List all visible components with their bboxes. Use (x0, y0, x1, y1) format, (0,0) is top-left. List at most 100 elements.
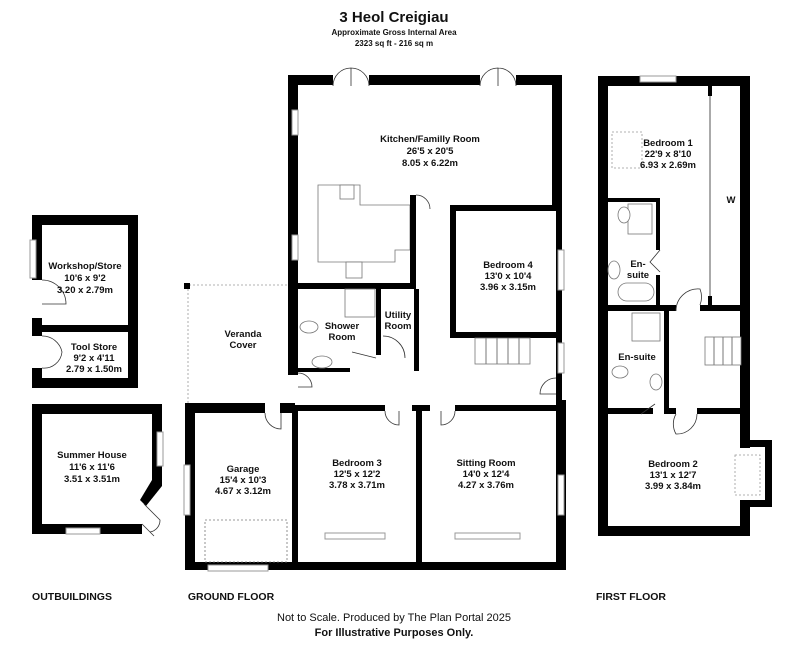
outbuilding-workshop (29, 215, 138, 388)
room-size-metric: 4.27 x 3.76m (458, 480, 514, 491)
room-size-imperial: 15'4 x 10'3 (220, 475, 267, 486)
window (207, 564, 269, 572)
room-name: suite (627, 270, 649, 281)
room-size-imperial: 14'0 x 12'4 (463, 469, 510, 480)
door (539, 377, 557, 395)
room-size-imperial: 13'0 x 10'4 (485, 271, 532, 282)
plan-subtitle: Approximate Gross Internal Area (331, 28, 457, 37)
room-name: Tool Store (71, 342, 117, 353)
door (264, 412, 282, 430)
door (41, 279, 67, 305)
shower-tray (627, 203, 653, 235)
room-size-metric: 3.51 x 3.51m (64, 474, 120, 485)
room-size-imperial: 11'6 x 11'6 (69, 462, 115, 473)
toilet-icon (611, 365, 629, 379)
room-name: Bedroom 1 (643, 138, 693, 149)
door (649, 249, 702, 312)
room-name: Workshop/Store (48, 261, 121, 272)
room-name: Cover (230, 340, 257, 351)
room-name: Bedroom 4 (483, 260, 533, 271)
window (454, 532, 521, 540)
window (183, 464, 191, 516)
room-size-imperial: 9'2 x 4'11 (74, 353, 116, 364)
room-name: Room (329, 332, 356, 343)
ground-floor-labels: Kitchen/Familly Room 26'5 x 20'5 8.05 x … (215, 134, 536, 497)
door (415, 194, 431, 210)
door (440, 410, 456, 426)
window (156, 431, 164, 467)
room-size-metric: 3.20 x 2.79m (57, 285, 113, 296)
window (291, 109, 299, 136)
room-size-imperial: 26'5 x 20'5 (407, 146, 454, 157)
room-name: Utility (385, 310, 412, 321)
kitchen-worktop (317, 184, 411, 263)
floor-label-ground: GROUND FLOOR (188, 591, 275, 603)
basin-icon (649, 373, 663, 391)
room-size-metric: 6.93 x 2.69m (640, 160, 696, 171)
first-floor-walls (598, 75, 772, 536)
room-size-imperial: 22'9 x 8'10 (645, 149, 692, 160)
window (557, 342, 565, 374)
room-name: Shower (325, 321, 360, 332)
staircase (704, 336, 742, 366)
room-size-metric: 8.05 x 6.22m (402, 158, 458, 169)
floor-label-outbuildings: OUTBUILDINGS (32, 591, 112, 603)
door (41, 335, 63, 369)
garage-door (204, 519, 288, 563)
door (384, 410, 400, 426)
room-name: Summer House (57, 450, 127, 461)
french-door (332, 67, 370, 87)
room-size-imperial: 10'6 x 9'2 (64, 273, 106, 284)
sink-icon (339, 184, 355, 200)
bath-icon (617, 282, 655, 302)
shower-tray (344, 288, 376, 318)
window (557, 249, 565, 291)
toilet-icon (617, 206, 631, 224)
window (324, 532, 386, 540)
footer-note: For Illustrative Purposes Only. (315, 627, 474, 639)
veranda-outline (185, 284, 288, 403)
room-size-metric: 2.79 x 1.50m (66, 364, 122, 375)
room-name: Garage (227, 464, 260, 475)
footer-disclaimer: Not to Scale. Produced by The Plan Porta… (277, 612, 511, 624)
room-size-metric: 4.67 x 3.12m (215, 486, 271, 497)
staircase (474, 337, 531, 365)
door (640, 403, 698, 435)
first-floor-labels: Bedroom 1 22'9 x 8'10 6.93 x 2.69m W En-… (618, 138, 735, 492)
floor-label-first: FIRST FLOOR (596, 591, 666, 603)
ground-floor-walls (183, 67, 566, 572)
room-name: En-suite (618, 352, 655, 363)
window (65, 527, 101, 535)
basin-icon (311, 355, 333, 369)
door (351, 335, 406, 359)
skylight (611, 131, 643, 169)
door (141, 503, 161, 537)
toilet-icon (299, 320, 319, 334)
wardrobe-label: W (727, 195, 736, 206)
room-name: Veranda (225, 329, 263, 340)
plan-title: 3 Heol Creigiau (339, 9, 448, 26)
room-name: Sitting Room (456, 458, 515, 469)
window (291, 234, 299, 261)
room-name: Bedroom 2 (648, 459, 698, 470)
room-size-imperial: 13'1 x 12'7 (650, 470, 697, 481)
plan-area: 2323 sq ft - 216 sq m (355, 39, 433, 48)
room-name: En- (630, 259, 645, 270)
room-size-metric: 3.99 x 3.84m (645, 481, 701, 492)
room-name: Bedroom 3 (332, 458, 382, 469)
window (557, 474, 565, 516)
room-size-metric: 3.96 x 3.15m (480, 282, 536, 293)
room-name: Room (385, 321, 412, 332)
outbuilding-summer-house (32, 404, 164, 537)
room-size-imperial: 12'5 x 12'2 (334, 469, 381, 480)
shower-tray (631, 312, 661, 342)
room-name: Kitchen/Familly Room (380, 134, 480, 145)
room-size-metric: 3.78 x 3.71m (329, 480, 385, 491)
window (639, 75, 677, 83)
hob-icon (345, 261, 363, 279)
window (29, 239, 37, 279)
basin-icon (607, 260, 621, 280)
skylight (734, 454, 761, 496)
french-door (479, 67, 517, 87)
